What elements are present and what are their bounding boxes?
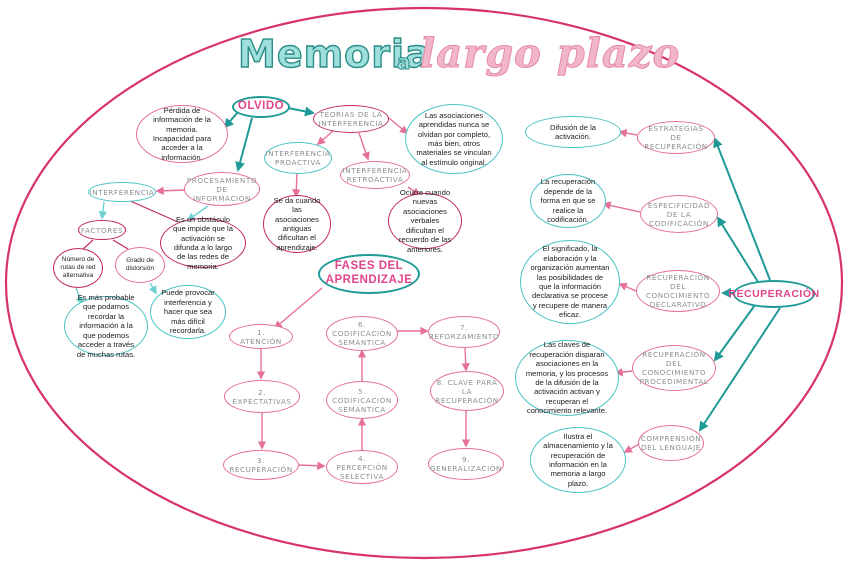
estrategias-node: ESTRATEGIAS DE RECUPERACIÓN: [637, 121, 715, 154]
arrow-teorias-proactiva: [316, 130, 334, 146]
estrategias-description: Difusión de la activación.: [525, 116, 621, 148]
arrow-procesamiento-interf-desc: [186, 205, 209, 221]
grado-distorsion-description: Puede provocar interferencia y hacer que…: [150, 285, 226, 339]
fase-2: 2. EXPECTATIVAS: [224, 380, 300, 413]
arrow-rec-especificidad: [716, 216, 759, 283]
arrow-interferencia-factores: [98, 201, 108, 220]
fase-4: 4. PERCEPCIÓN SELECTIVA: [326, 450, 398, 484]
olvido-node: OLVIDO: [232, 96, 290, 118]
arrow-proactiva-desc: [292, 172, 301, 198]
procedimental-node: RECUPERACIÓN DEL CONOCIMIENTO PROCEDIMEN…: [632, 345, 716, 391]
line-factores-grado: [112, 239, 129, 250]
recuperacion-node: RECUPERACIÓN: [728, 280, 819, 308]
arrow-rec-estrategias: [713, 137, 771, 281]
arrow-declarativo-desc: [618, 282, 637, 292]
arrow-teorias-desc: [388, 117, 409, 135]
proactiva-node: INTERFERENCIA PROACTIVA: [264, 142, 332, 174]
fase-3: 3. RECUPERACIÓN: [223, 450, 299, 480]
procedimental-description: Las claves de recuperación disparan asoc…: [515, 340, 619, 416]
outer-border: [4, 6, 844, 560]
title-largo-plazo: largo plazo: [419, 30, 681, 78]
procesamiento-node: PROCESAMIENTO DE INFORMACIÓN: [184, 172, 260, 206]
title-a: a: [397, 50, 411, 75]
fase-6: 6. CODIFICACIÓN SEMÁNTICA: [326, 316, 398, 351]
fases-node: FASES DEL APRENDIZAJE: [318, 254, 420, 294]
arrow-teorias-retroactiva: [358, 132, 370, 161]
especificidad-description: La recuperación depende de la forma en q…: [530, 174, 606, 228]
teorias-description: Las asociaciones aprendidas nunca se olv…: [405, 104, 503, 174]
arrow-procesamiento-interferencia: [155, 186, 187, 195]
arrow-olvido-def: [223, 111, 239, 129]
arrow-rec-procedimental: [713, 304, 756, 362]
fase-7: 7. REFORZAMIENTO: [428, 316, 500, 348]
olvido-definition: Pérdida de información de la memoria. In…: [136, 105, 228, 163]
comprension-description: Ilustra el almacenamiento y la recuperac…: [530, 427, 626, 493]
fase-9: 9. GENERALIZACIÓN: [428, 448, 504, 480]
arrow-fases-f1: [273, 287, 323, 330]
arrow-f3-f4: [297, 461, 326, 470]
arrow-rec-comprension: [698, 307, 781, 432]
retroactiva-node: INTERFERENCIA RETROACTIVA: [340, 161, 410, 189]
fase-1: 1. ATENCIÓN: [229, 324, 293, 349]
arrow-f7-f8: [461, 347, 470, 372]
proactiva-description: Se da cuando las asociaciones antiguas d…: [263, 195, 331, 253]
teorias-interferencia-node: TEORÍAS DE LA INTERFERENCIA: [313, 105, 389, 133]
arrow-estrategias-desc: [618, 129, 638, 138]
arrow-olvido-teorias: [287, 106, 315, 117]
fase-5: 5. CODIFICACIÓN SEMÁNTICA: [326, 381, 398, 419]
grado-distorsion-node: Grado de distorsión: [115, 247, 165, 283]
fase-8: 8. CLAVE PARA LA RECUPERACIÓN: [430, 371, 504, 411]
declarativo-node: RECUPERACIÓN DEL CONOCIMIENTO DECLARATIV…: [636, 270, 720, 312]
numero-rutas-node: Número de rutas de red alternativa: [53, 248, 103, 288]
arrow-olvido-procesamiento: [235, 117, 253, 172]
arrow-especificidad-desc: [602, 201, 641, 213]
interferencia-node: INTERFERENCIA: [88, 182, 156, 202]
especificidad-node: ESPECIFICIDAD DE LA CODIFICACIÓN: [640, 195, 718, 233]
factores-node: FACTORES: [78, 220, 126, 240]
numero-rutas-description: Es más probable que podamos recordar la …: [64, 293, 148, 359]
title-memoria: Memoria: [237, 31, 432, 76]
declarativo-description: El significado, la elaboración y la orga…: [520, 240, 620, 324]
arrow-grado-desc: [148, 282, 157, 295]
retroactiva-description: Ocurre cuando nuevas asociaciones verbal…: [388, 188, 462, 254]
comprension-node: COMPRENSIÓN DEL LENGUAJE: [638, 425, 704, 461]
interferencia-description: Es un obstáculo que impide que la activa…: [160, 215, 246, 271]
